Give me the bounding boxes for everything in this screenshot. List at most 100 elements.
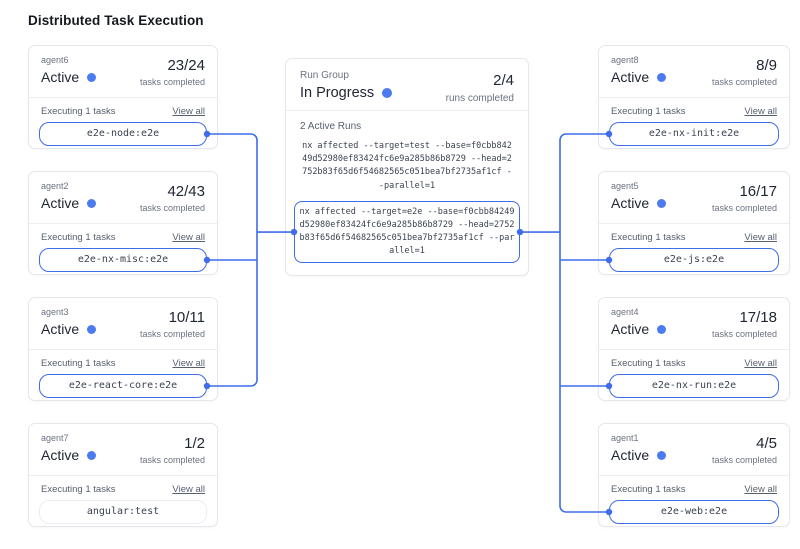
agent-card-footer: Executing 1 tasks View all e2e-js:e2e [599, 224, 789, 272]
right-agent-column: agent8 Active 8/9 tasks completed Execut… [598, 45, 790, 527]
agent-card: agent4 Active 17/18 tasks completed Exec… [598, 297, 790, 401]
agent-card-footer: Executing 1 tasks View all angular:test [29, 476, 217, 524]
runs-count: 2/4 [493, 72, 514, 89]
active-run-command-current[interactable]: nx affected --target=e2e --base=f0cbb842… [294, 200, 520, 264]
agent-name: agent4 [611, 307, 639, 317]
tasks-count: 17/18 [739, 309, 777, 326]
agent-status: Active [611, 69, 650, 85]
agent-card-header: agent2 Active 42/43 tasks completed [29, 172, 217, 224]
view-all-link[interactable]: View all [744, 358, 777, 369]
agent-card-footer: Executing 1 tasks View all e2e-nx-init:e… [599, 98, 789, 146]
left-agent-column: agent6 Active 23/24 tasks completed Exec… [28, 45, 218, 527]
executing-tasks-label: Executing 1 tasks [41, 232, 116, 243]
runs-count-label: runs completed [445, 93, 514, 104]
agent-card-header: agent5 Active 16/17 tasks completed [599, 172, 789, 224]
tasks-count: 1/2 [184, 435, 205, 452]
agent-name: agent5 [611, 181, 639, 191]
page-title: Distributed Task Execution [28, 13, 204, 28]
executing-tasks-label: Executing 1 tasks [611, 232, 686, 243]
task-pill[interactable]: e2e-nx-run:e2e [609, 374, 779, 398]
agent-card-header: agent3 Active 10/11 tasks completed [29, 298, 217, 350]
executing-tasks-label: Executing 1 tasks [41, 484, 116, 495]
agent-name: agent7 [41, 433, 69, 443]
status-dot-icon [87, 198, 97, 208]
active-runs-label: 2 Active Runs [300, 121, 362, 132]
run-group-body: 2 Active Runs nx affected --target=test … [286, 111, 528, 275]
executing-tasks-label: Executing 1 tasks [41, 358, 116, 369]
view-all-link[interactable]: View all [744, 232, 777, 243]
task-pill[interactable]: e2e-web:e2e [609, 500, 779, 524]
status-dot-icon [87, 450, 97, 460]
executing-tasks-label: Executing 1 tasks [611, 358, 686, 369]
executing-tasks-label: Executing 1 tasks [611, 106, 686, 117]
active-run-command[interactable]: nx affected --target=test --base=f0cbb84… [302, 141, 512, 191]
tasks-count-label: tasks completed [711, 329, 777, 339]
executing-tasks-label: Executing 1 tasks [611, 484, 686, 495]
view-all-link[interactable]: View all [172, 232, 205, 243]
status-dot-icon [657, 450, 667, 460]
tasks-count-label: tasks completed [711, 203, 777, 213]
agent-card-footer: Executing 1 tasks View all e2e-react-cor… [29, 350, 217, 398]
view-all-link[interactable]: View all [172, 358, 205, 369]
agent-status: Active [41, 195, 80, 211]
agent-card: agent3 Active 10/11 tasks completed Exec… [28, 297, 218, 401]
agent-status: Active [41, 321, 80, 337]
task-pill[interactable]: e2e-nx-misc:e2e [39, 248, 207, 272]
tasks-count-label: tasks completed [711, 77, 777, 87]
tasks-count-label: tasks completed [139, 455, 205, 465]
view-all-link[interactable]: View all [744, 106, 777, 117]
status-dot-icon [87, 324, 97, 334]
view-all-link[interactable]: View all [172, 106, 205, 117]
status-dot-icon [657, 198, 667, 208]
agent-card: agent2 Active 42/43 tasks completed Exec… [28, 171, 218, 275]
status-dot-icon [657, 324, 667, 334]
executing-tasks-label: Executing 1 tasks [41, 106, 116, 117]
agent-card-header: agent6 Active 23/24 tasks completed [29, 46, 217, 98]
run-group-label: Run Group [300, 70, 349, 81]
status-dot-icon [657, 72, 667, 82]
agent-card: agent8 Active 8/9 tasks completed Execut… [598, 45, 790, 149]
agent-card-header: agent4 Active 17/18 tasks completed [599, 298, 789, 350]
agent-status: Active [611, 195, 650, 211]
in-progress-dot-icon [382, 88, 393, 98]
agent-card-header: agent1 Active 4/5 tasks completed [599, 424, 789, 476]
view-all-link[interactable]: View all [744, 484, 777, 495]
run-group-status: In Progress [300, 85, 375, 101]
status-dot-icon [87, 72, 97, 82]
task-pill[interactable]: e2e-js:e2e [609, 248, 779, 272]
agent-card-footer: Executing 1 tasks View all e2e-nx-run:e2… [599, 350, 789, 398]
task-pill[interactable]: e2e-nx-init:e2e [609, 122, 779, 146]
agent-card: agent6 Active 23/24 tasks completed Exec… [28, 45, 218, 149]
view-all-link[interactable]: View all [172, 484, 205, 495]
agent-status: Active [41, 69, 80, 85]
agent-name: agent6 [41, 55, 69, 65]
task-pill[interactable]: e2e-react-core:e2e [39, 374, 207, 398]
agent-card: agent5 Active 16/17 tasks completed Exec… [598, 171, 790, 275]
agent-name: agent3 [41, 307, 69, 317]
agent-status: Active [611, 321, 650, 337]
task-pill[interactable]: e2e-node:e2e [39, 122, 207, 146]
task-pill[interactable]: angular:test [39, 500, 207, 524]
tasks-count: 16/17 [739, 183, 777, 200]
agent-status: Active [41, 447, 80, 463]
tasks-count-label: tasks completed [139, 329, 205, 339]
run-group-card: Run Group In Progress 2/4 runs completed… [285, 58, 529, 277]
agent-card-header: agent8 Active 8/9 tasks completed [599, 46, 789, 98]
agent-card: agent7 Active 1/2 tasks completed Execut… [28, 423, 218, 527]
tasks-count-label: tasks completed [139, 77, 205, 87]
agent-card-footer: Executing 1 tasks View all e2e-nx-misc:e… [29, 224, 217, 272]
active-runs-list: nx affected --target=test --base=f0cbb84… [294, 138, 520, 264]
run-group-header: Run Group In Progress 2/4 runs completed [286, 59, 528, 111]
agent-name: agent1 [611, 433, 639, 443]
agent-name: agent8 [611, 55, 639, 65]
tasks-count: 8/9 [756, 57, 777, 74]
tasks-count: 23/24 [167, 57, 205, 74]
agent-card-footer: Executing 1 tasks View all e2e-node:e2e [29, 98, 217, 146]
tasks-count: 10/11 [168, 309, 205, 326]
tasks-count: 42/43 [167, 183, 205, 200]
agent-card: agent1 Active 4/5 tasks completed Execut… [598, 423, 790, 527]
tasks-count-label: tasks completed [139, 203, 205, 213]
agent-name: agent2 [41, 181, 69, 191]
agent-status: Active [611, 447, 650, 463]
agent-card-header: agent7 Active 1/2 tasks completed [29, 424, 217, 476]
